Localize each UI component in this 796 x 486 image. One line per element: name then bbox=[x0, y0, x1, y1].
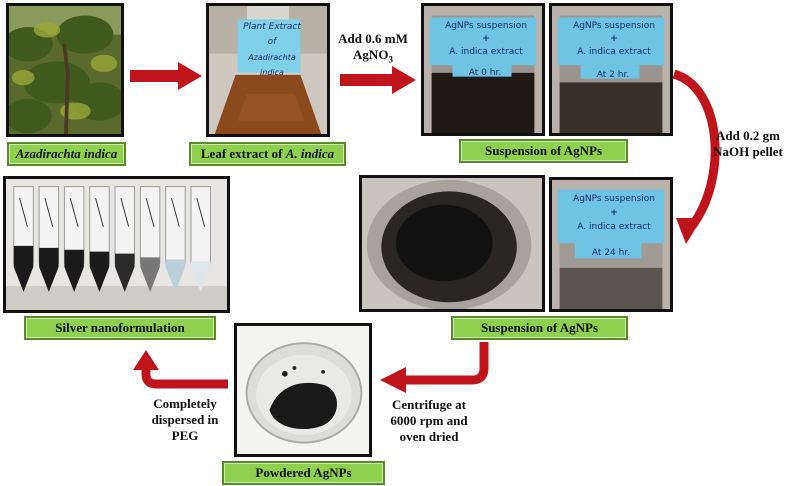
step-peg: Completely dispersed in PEG bbox=[138, 396, 232, 444]
curved-arrow-left-icon bbox=[380, 342, 489, 393]
jar-note-time: At 24 hr. bbox=[591, 248, 631, 258]
jar-note-text: AgNPs suspension bbox=[573, 194, 655, 204]
jar-note-text: Azadirachta indica bbox=[248, 53, 296, 77]
jar-24hr-photo: AgNPs suspension + A. indica extract At … bbox=[549, 177, 673, 312]
jar-note-text: Plant Extract bbox=[243, 22, 301, 32]
jar-note-text: of bbox=[267, 37, 277, 47]
step-add-agno3: Add 0.6 mM AgNO3 bbox=[335, 31, 411, 68]
jar-note-time: At 2 hr. bbox=[596, 70, 630, 80]
curved-arrow-down-icon bbox=[672, 69, 720, 244]
step-text: oven dried bbox=[399, 429, 459, 444]
step-text: Add 0.6 mM bbox=[338, 31, 408, 46]
jar-note-text: + bbox=[610, 34, 618, 44]
label-azadirachta-indica: Azadirachta indica bbox=[7, 142, 126, 166]
jar-note-time: At 0 hr. bbox=[468, 68, 502, 78]
label-silver-nanoformulation: Silver nanoformulation bbox=[24, 316, 216, 340]
tube bbox=[13, 186, 34, 292]
step-centrifuge: Centrifuge at 6000 rpm and oven dried bbox=[374, 397, 484, 445]
jar-note-text: AgNPs suspension bbox=[573, 21, 655, 31]
beaker-top-view-photo bbox=[359, 175, 545, 312]
arrow-right-icon bbox=[130, 62, 202, 90]
leaf-extract-flask-photo: Plant Extract of Azadirachta indica bbox=[206, 3, 330, 137]
step-text: dispersed in bbox=[151, 412, 219, 427]
neem-tree-photo bbox=[6, 3, 124, 137]
step-text: Completely bbox=[153, 396, 217, 411]
jar-note-text: + bbox=[610, 208, 618, 218]
step-subscript: 3 bbox=[388, 54, 393, 65]
jar-note-text: A. indica extract bbox=[449, 47, 523, 57]
curved-arrow-up-icon bbox=[133, 350, 228, 389]
step-text: PEG bbox=[171, 428, 199, 443]
step-text: AgNO bbox=[353, 47, 389, 62]
powdered-agnps-dish-photo bbox=[234, 323, 372, 457]
jar-2hr-photo: AgNPs suspension + A. indica extract At … bbox=[549, 3, 673, 136]
jar-0hr-photo: AgNPs suspension + A. indica extract At … bbox=[421, 3, 545, 136]
jar-note-text: + bbox=[482, 34, 490, 44]
silver-nanoformulation-tubes-photo bbox=[3, 176, 230, 313]
step-text: 6000 rpm and bbox=[390, 413, 468, 428]
label-suspension-top: Suspension of AgNPs bbox=[459, 139, 628, 163]
jar-note-text: AgNPs suspension bbox=[445, 21, 527, 31]
label-powdered-agnps: Powdered AgNPs bbox=[222, 461, 385, 485]
arrow-right-icon bbox=[340, 66, 416, 94]
label-leaf-extract: Leaf extract of A. indica bbox=[189, 142, 346, 166]
label-suspension-mid: Suspension of AgNPs bbox=[451, 316, 628, 340]
leaf-extract-prefix: Leaf extract of bbox=[200, 146, 286, 161]
step-text: Centrifuge at bbox=[391, 397, 466, 412]
leaf-extract-species: A. indica bbox=[285, 146, 335, 161]
step-text: NaOH pellet bbox=[713, 144, 783, 159]
jar-note-text: A. indica extract bbox=[577, 47, 651, 57]
step-add-naoh: Add 0.2 gm NaOH pellet bbox=[702, 128, 794, 160]
step-text: Add 0.2 gm bbox=[716, 128, 780, 143]
jar-note-text: A. indica extract bbox=[577, 222, 651, 232]
